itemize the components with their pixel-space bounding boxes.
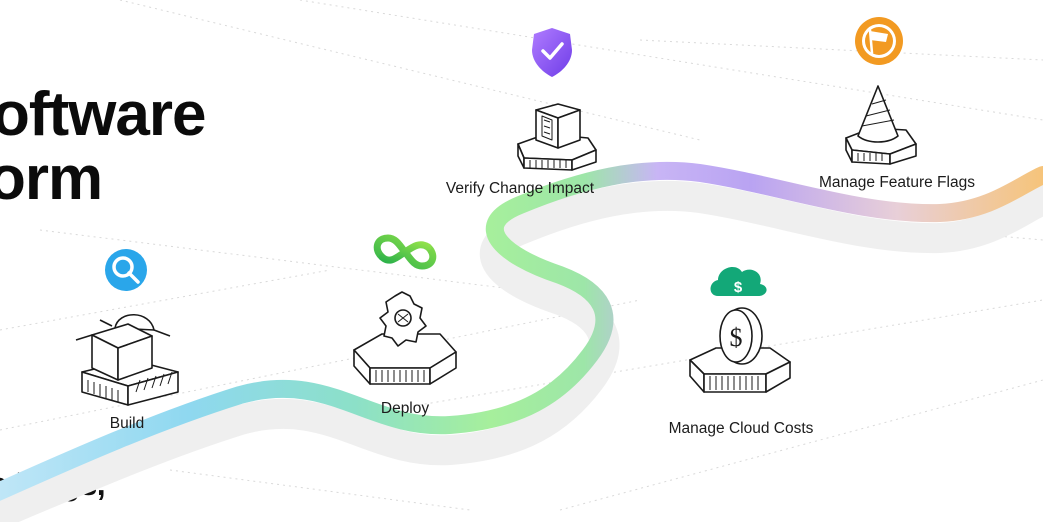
verify-label: Verify Change Impact [446,180,595,197]
svg-text:$: $ [730,323,743,352]
stage-cloud[interactable]: $ $ Manage Cloud Costs [669,266,814,437]
heading-line-2: orm [0,144,103,213]
road-path [0,161,1043,501]
deploy-label: Deploy [381,400,429,417]
stage-deploy[interactable]: Deploy [353,234,457,417]
stage-flags[interactable]: Manage Feature Flags [819,17,975,191]
shield-check-icon [532,28,572,77]
road-shadow [0,180,1043,522]
flag-icon [855,17,903,65]
flags-label: Manage Feature Flags [819,174,975,191]
svg-text:$: $ [734,279,743,296]
stage-verify[interactable]: Verify Change Impact [446,28,597,197]
stage-build[interactable]: Build [75,249,179,432]
flags-sketch [845,85,917,165]
magnifier-icon [105,249,147,291]
deploy-sketch [353,291,457,385]
cloud-label: Manage Cloud Costs [669,420,814,437]
heading-line-1: oftware [0,80,206,149]
build-sketch [75,314,179,406]
build-label: Build [110,415,144,432]
cloud-sketch: $ [689,307,791,393]
infinity-icon [373,234,437,270]
verify-sketch [517,103,597,171]
background-guides [0,0,1043,511]
cloud-dollar-icon: $ [710,266,767,296]
